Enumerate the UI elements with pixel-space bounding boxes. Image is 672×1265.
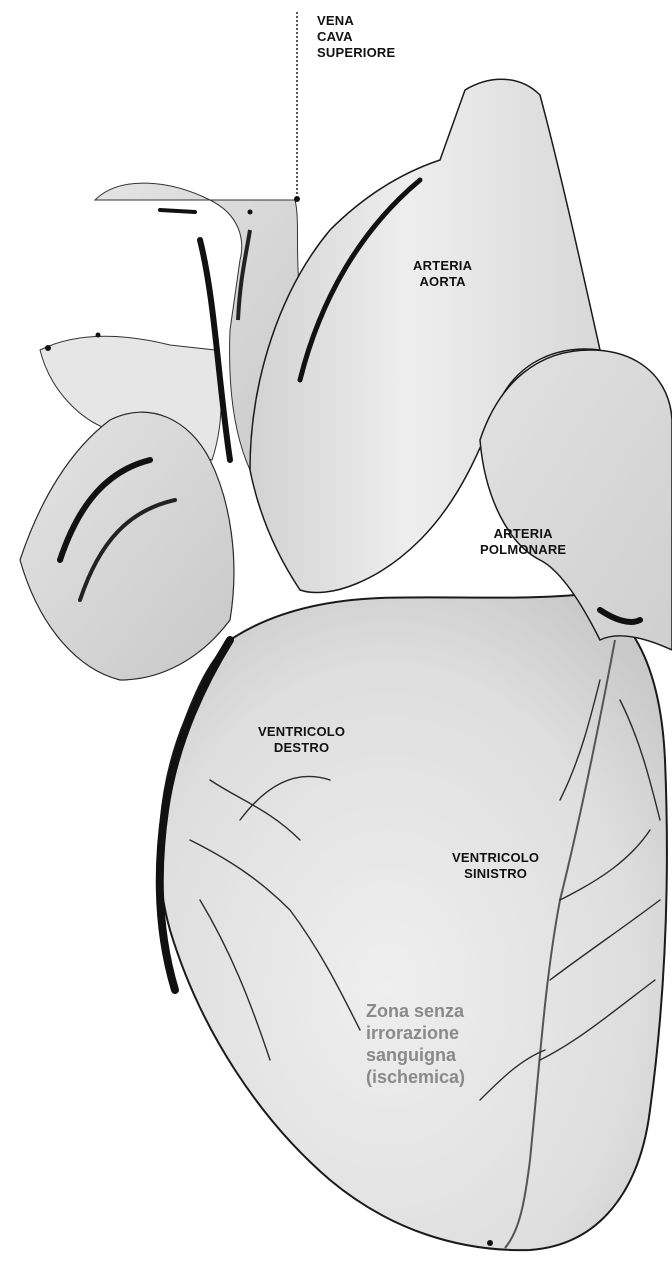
label-arteria-aorta: ARTERIA AORTA — [413, 258, 472, 290]
heart-body — [159, 595, 667, 1250]
label-vena-cava-superiore: VENA CAVA SUPERIORE — [317, 13, 395, 61]
label-arteria-polmonare: ARTERIA POLMONARE — [480, 526, 566, 558]
label-ischemic-zone: Zona senza irrorazione sanguigna (ischem… — [366, 1000, 465, 1088]
label-ventricolo-sinistro: VENTRICOLO SINISTRO — [452, 850, 539, 882]
label-ventricolo-destro: VENTRICOLO DESTRO — [258, 724, 345, 756]
